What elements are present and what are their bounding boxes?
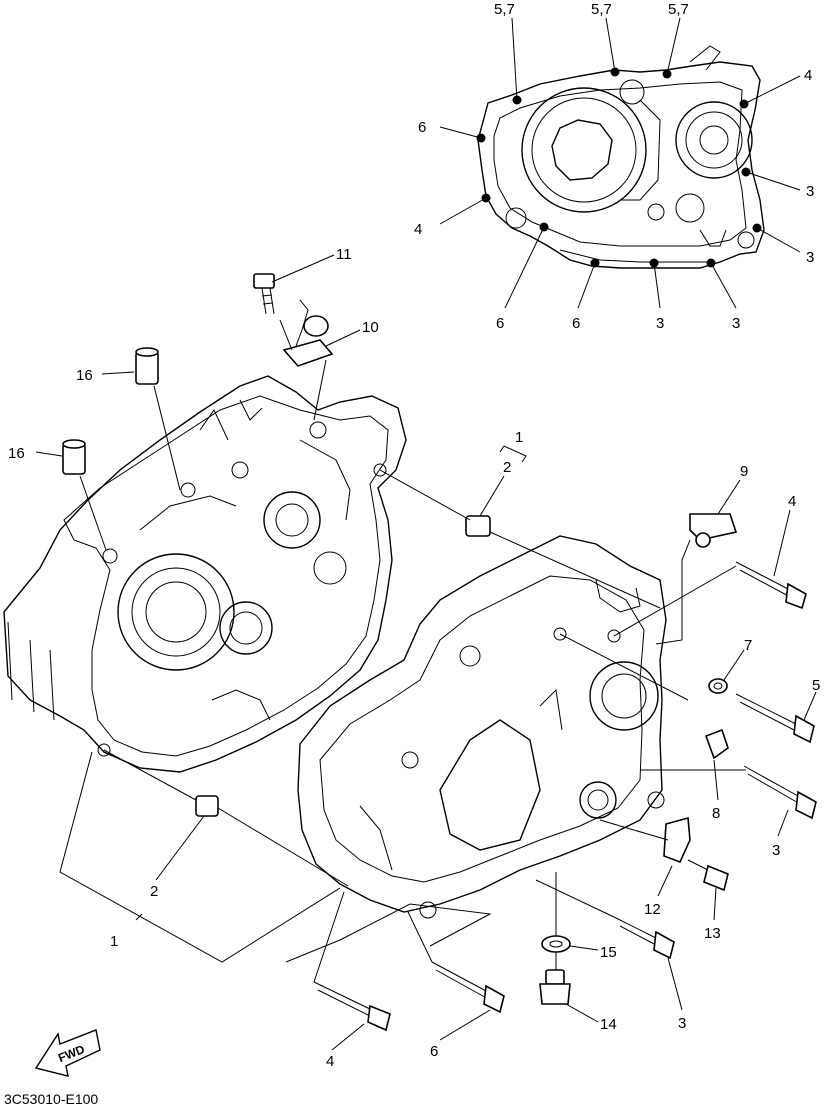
callout-10: 10	[362, 319, 379, 336]
inset-label: 5,7	[668, 1, 689, 18]
bracket-10	[282, 299, 334, 367]
callout-16: 16	[8, 445, 25, 462]
bolt-6-bottom	[431, 961, 505, 1014]
callout-9: 9	[740, 463, 748, 480]
inset-label: 6	[572, 315, 580, 332]
dowel-pin-16a	[135, 347, 159, 385]
callout-2: 2	[503, 459, 511, 476]
inset-label: 3	[656, 315, 664, 332]
callout-16: 16	[76, 367, 93, 384]
callout-7: 7	[744, 637, 752, 654]
drain-plug-14	[539, 969, 571, 1005]
callout-4: 4	[788, 493, 796, 510]
fwd-arrow-icon: FWD	[34, 1029, 101, 1077]
inset-label: 4	[414, 221, 422, 238]
callout-6: 6	[430, 1043, 438, 1060]
inset-label: 3	[806, 183, 814, 200]
callout-14: 14	[600, 1016, 617, 1033]
bolt-3-bottom	[615, 917, 675, 960]
inset-label: 4	[804, 67, 812, 84]
callout-1: 1	[110, 933, 118, 950]
callout-2: 2	[150, 883, 158, 900]
inset-label: 6	[496, 315, 504, 332]
callout-1: 1	[515, 429, 523, 446]
callout-labels: 11 10 16 16 1 2 9 4 7 5 8 3 12 13 15 14 …	[8, 246, 820, 1070]
dowel-pin-2left	[195, 795, 219, 817]
left-crankcase-half	[3, 375, 407, 773]
callout-13: 13	[704, 925, 721, 942]
callout-4: 4	[326, 1053, 334, 1070]
clamp-8	[704, 728, 729, 760]
dowel-pin-2top	[465, 515, 491, 537]
washer-15	[541, 935, 571, 953]
callout-12: 12	[644, 901, 661, 918]
bolt-4-bottom	[313, 981, 391, 1032]
inset-label: 3	[806, 249, 814, 266]
diagram-code: 3C53010-E100	[4, 1091, 98, 1107]
clamp-9	[689, 513, 738, 548]
bolt-13	[687, 859, 729, 892]
right-crankcase-half	[297, 535, 667, 919]
callout-8: 8	[712, 805, 720, 822]
bolt-3-right	[743, 765, 817, 820]
washer-7	[708, 678, 728, 694]
leader-lines	[35, 254, 817, 1051]
callout-15: 15	[600, 944, 617, 961]
inset-label: 6	[418, 119, 426, 136]
callout-11: 11	[336, 246, 352, 263]
bolt-5	[735, 693, 815, 744]
inset-label: 5,7	[494, 1, 515, 18]
fwd-label: FWD	[56, 1042, 87, 1065]
callout-3: 3	[678, 1015, 686, 1032]
dowel-pin-16b	[62, 439, 86, 475]
bolt-4-right	[735, 561, 807, 610]
inset-label: 3	[732, 315, 740, 332]
callout-5: 5	[812, 677, 820, 694]
clip-12	[663, 816, 691, 864]
bolt-pattern-inset: 5,7 5,7 5,7 4 6 4 3 3 6 6 3 3	[414, 1, 814, 332]
inset-label: 5,7	[591, 1, 612, 18]
callout-3: 3	[772, 842, 780, 859]
bolt-11	[253, 273, 275, 315]
